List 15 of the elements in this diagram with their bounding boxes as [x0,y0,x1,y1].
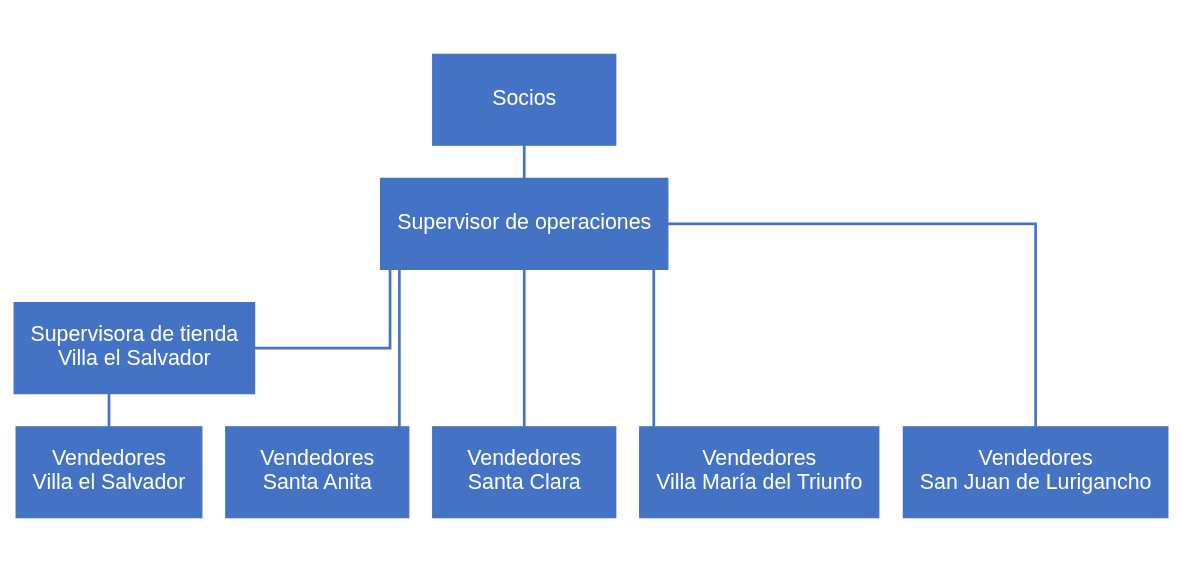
connector [522,268,526,427]
node-box: Vendedores Santa Clara [432,425,617,518]
connector [398,268,401,427]
node-box: Supervisor de operaciones [380,177,669,270]
connector [668,222,1037,427]
node-box: Socios [432,53,617,146]
node-box: Vendedores Villa María del Triunfo [639,425,880,518]
node-box: Vendedores Villa el Salvador [15,425,203,518]
connector [107,393,111,427]
node-box: Vendedores Santa Anita [225,425,410,518]
node-box: Supervisora de tienda Villa el Salvador [13,301,256,394]
connector [522,144,526,178]
node-box: Vendedores San Juan de Lurigancho [902,425,1169,518]
connector [254,268,392,349]
connector [652,268,656,427]
